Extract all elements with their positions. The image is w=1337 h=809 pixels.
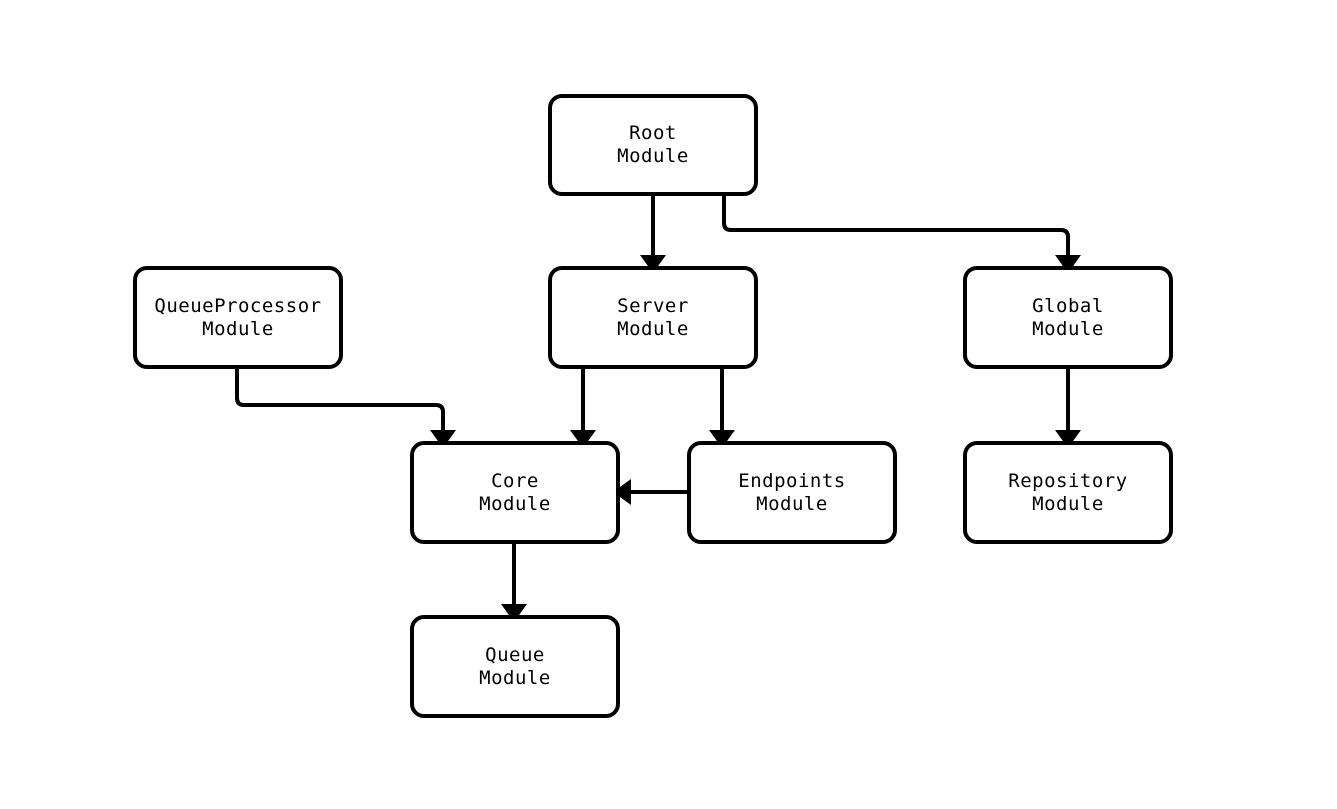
arrowhead-server-core	[570, 430, 596, 448]
arrowhead-root-server	[640, 255, 666, 273]
node-core-title: Core	[491, 469, 539, 492]
node-global-subtitle: Module	[1032, 317, 1104, 340]
node-queue-subtitle: Module	[479, 666, 551, 689]
node-endpoints-title: Endpoints	[738, 469, 846, 492]
node-queueprocessor-title: QueueProcessor	[154, 294, 322, 317]
arrowhead-global-repository	[1055, 430, 1081, 448]
node-core-subtitle: Module	[479, 492, 551, 515]
node-endpoints-subtitle: Module	[756, 492, 828, 515]
arrowhead-endpoints-core	[613, 479, 631, 505]
arrowhead-queueprocessor-core	[430, 430, 456, 448]
arrowhead-root-global	[1055, 255, 1081, 273]
edge-root-global	[722, 196, 1070, 255]
edge-queueprocessor-core	[235, 369, 445, 430]
node-root-subtitle: Module	[617, 145, 689, 167]
node-server-subtitle: Module	[617, 317, 689, 340]
arrowhead-core-queue	[501, 604, 527, 622]
node-root-title: Root	[629, 122, 677, 144]
node-repository-title: Repository	[1008, 469, 1128, 492]
node-global-title: Global	[1032, 294, 1104, 317]
node-server-title: Server	[617, 294, 689, 317]
arrowhead-server-endpoints	[709, 430, 735, 448]
node-repository-subtitle: Module	[1032, 492, 1104, 515]
node-queueprocessor-subtitle: Module	[202, 317, 274, 340]
node-queue-title: Queue	[485, 643, 545, 666]
